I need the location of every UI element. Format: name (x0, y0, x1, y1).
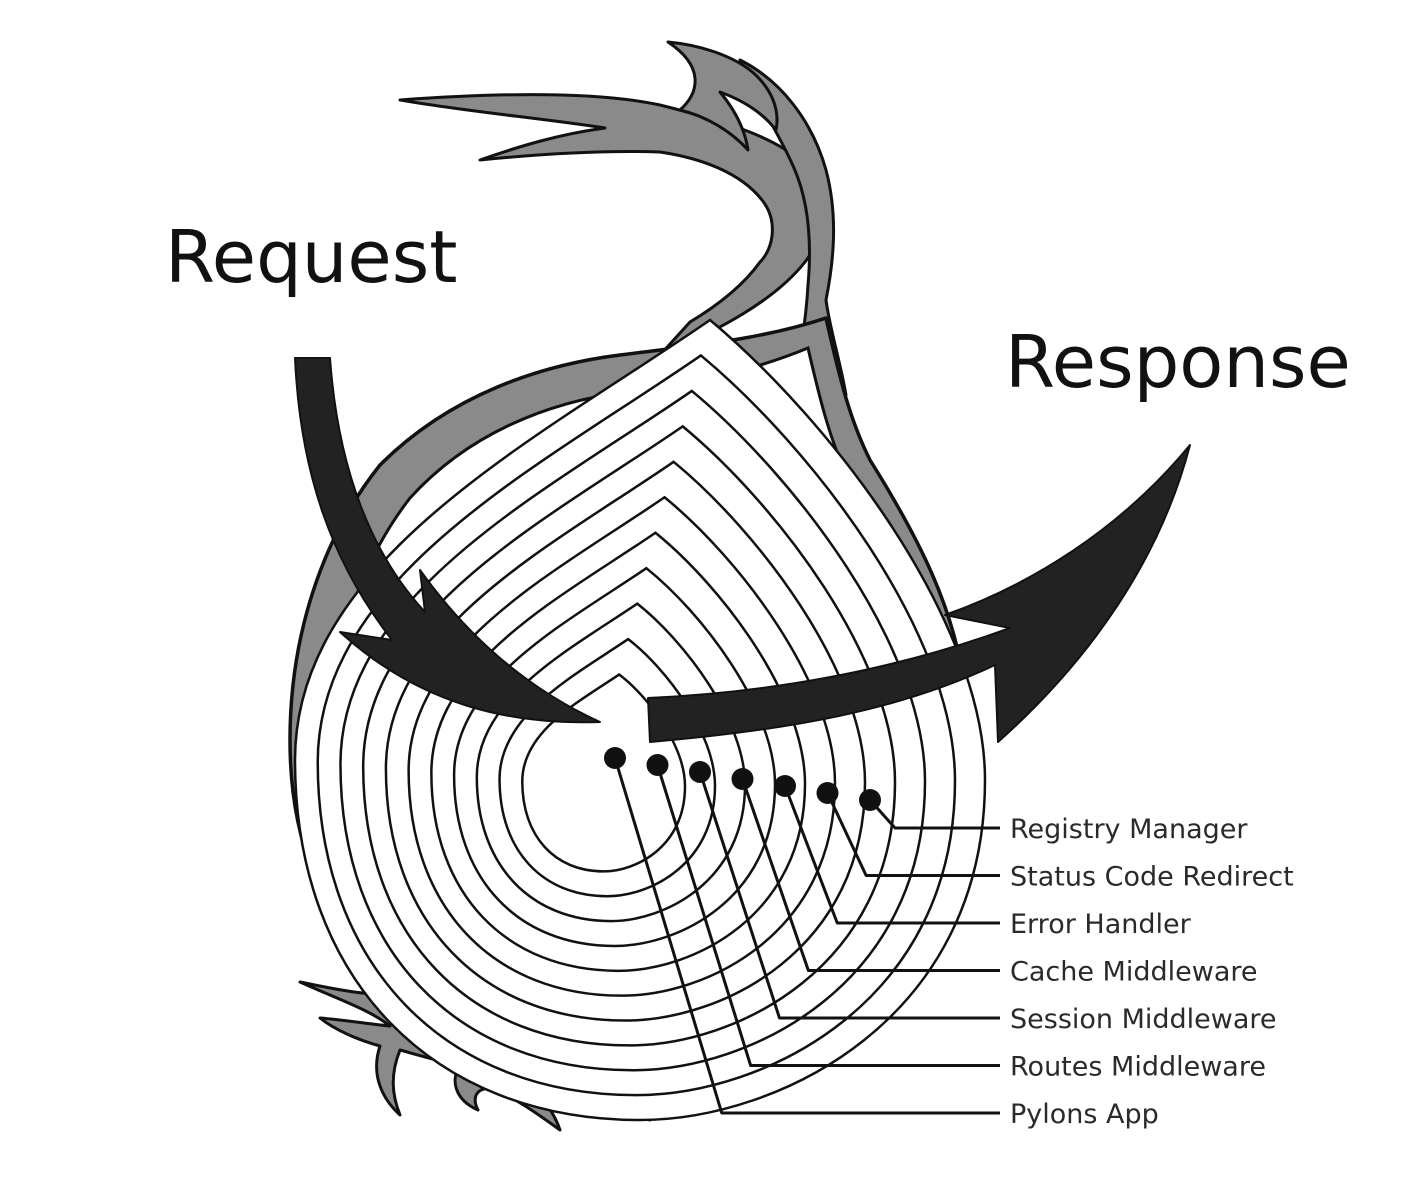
layer-dot (816, 782, 839, 804)
leader-line (656, 764, 1000, 1067)
request-arrow (294, 357, 601, 724)
leader-line (826, 792, 1000, 877)
layer-label: Error Handler (1010, 909, 1192, 940)
layer-dot (646, 754, 669, 776)
layer-dot (604, 747, 626, 769)
leader-line (868, 799, 1000, 830)
layer-label: Pylons App (1010, 1099, 1159, 1130)
layer-label: Session Middleware (1010, 1004, 1277, 1035)
onion-ring (521, 673, 687, 873)
response-arrow (647, 444, 1191, 743)
layer-dot (731, 768, 754, 790)
request-label: Request (165, 215, 457, 299)
response-label: Response (1005, 320, 1351, 404)
leader-line (613, 757, 1000, 1115)
layer-dot (859, 789, 881, 811)
layer-dot (774, 775, 796, 797)
layer-label: Routes Middleware (1010, 1052, 1266, 1083)
layer-label: Cache Middleware (1010, 957, 1257, 988)
onion-rings (293, 318, 987, 1122)
leader-line (783, 785, 1000, 925)
layer-label: Status Code Redirect (1010, 862, 1294, 893)
leader-line (698, 771, 1000, 1020)
layer-label: Registry Manager (1010, 814, 1248, 845)
layer-dot (689, 761, 711, 783)
leader-line (741, 778, 1000, 972)
